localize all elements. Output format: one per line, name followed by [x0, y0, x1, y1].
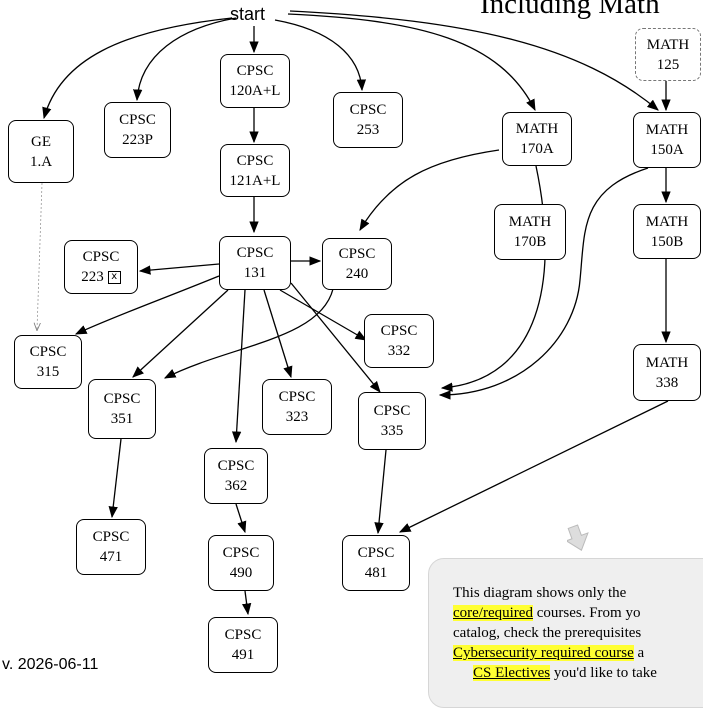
version-label: v. 2026-06-11: [2, 656, 99, 673]
edge-cpsc131-cpsc351: [132, 289, 229, 378]
edge-start-math150a: [289, 10, 659, 111]
edge-math170a-cpsc240: [359, 149, 500, 232]
note-line: This diagram shows only the: [453, 585, 627, 601]
edge-cpsc131-cpsc315: [74, 275, 220, 335]
edge-math338-cpsc481: [398, 400, 669, 533]
edge-cpsc490-cpsc491: [241, 590, 252, 616]
edge-ge1a-cpsc315-optional: [37, 182, 43, 330]
note-line: catalog, check the prerequisites: [453, 625, 642, 641]
x-mark-icon: x: [107, 270, 121, 284]
start-label: start: [230, 4, 266, 24]
edge-cpsc240-cpsc351: [163, 288, 334, 379]
note-line: Cybersecurity required course a: [453, 645, 645, 661]
info-note: This diagram shows only the core/require…: [428, 558, 703, 708]
edge-cpsc335-cpsc481: [374, 449, 387, 535]
down-arrow-icon: [567, 524, 589, 551]
prerequisite-edges: [0, 10, 671, 616]
note-line: CS Electives you'd like to take: [473, 665, 657, 681]
edge-start-cpsc223p: [133, 17, 237, 102]
page-title: Including Math: [480, 0, 660, 20]
edge-cpsc131-cpsc335: [290, 282, 381, 393]
edge-cpsc131-cpsc362: [231, 289, 246, 444]
note-line: core/required courses. From yo: [453, 605, 641, 621]
edge-start-math170a: [287, 13, 536, 112]
edge-start-ge1a: [42, 17, 233, 120]
edge-cpsc131-cpsc332: [279, 289, 368, 341]
edge-cpsc131-cpsc223: [138, 263, 220, 275]
edge-cpsc362-cpsc490: [235, 503, 247, 534]
edge-math170a-cpsc335: [440, 165, 546, 392]
edge-start-cpsc253: [274, 19, 367, 92]
edge-cpsc351-cpsc471: [108, 438, 122, 519]
edge-math150a-cpsc335: [438, 167, 649, 400]
edge-cpsc131-cpsc323: [263, 289, 293, 379]
